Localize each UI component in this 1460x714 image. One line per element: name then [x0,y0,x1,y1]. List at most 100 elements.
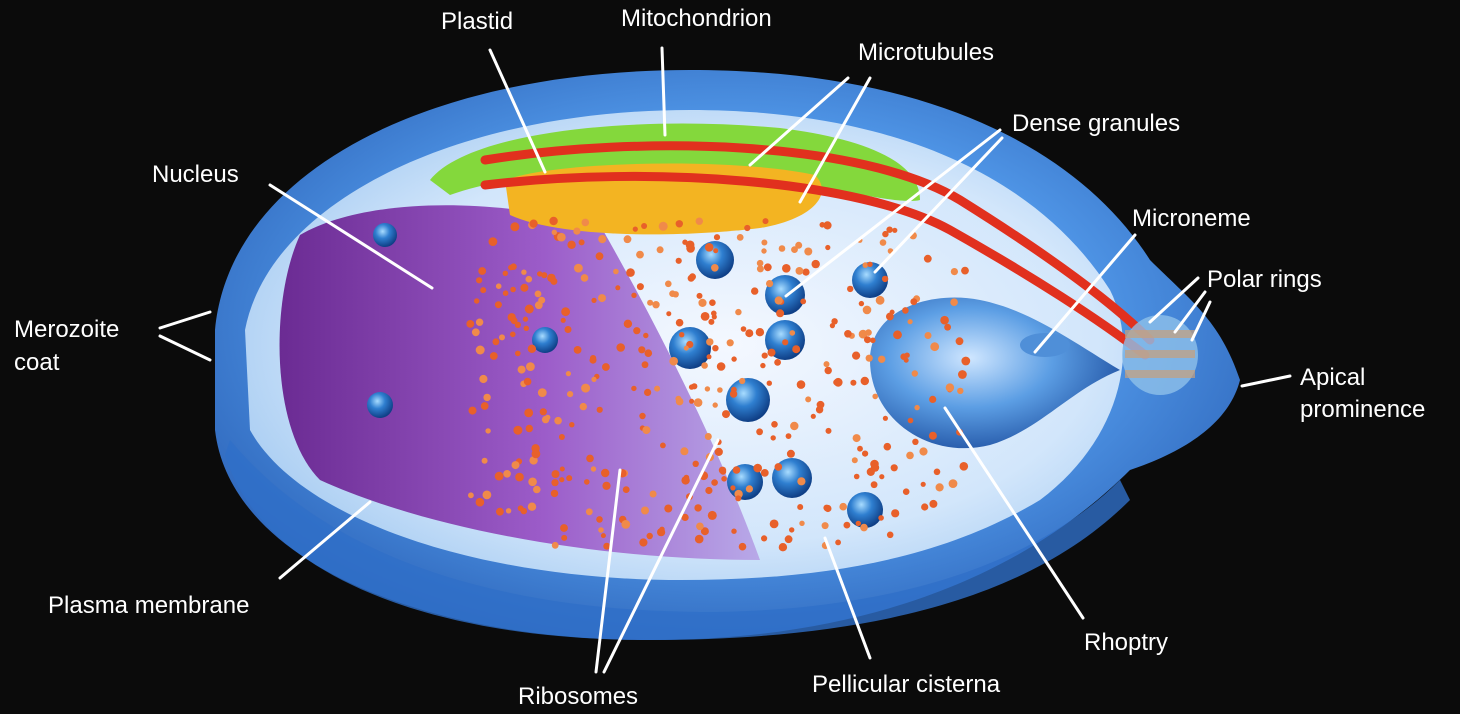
ribosome-dot [652,301,659,308]
ribosome-dot [472,328,480,336]
ribosome-dot [804,248,812,256]
ribosome-dot [853,434,861,442]
ribosome-dot [574,346,582,354]
ribosome-dot [567,391,573,397]
ribosome-dot [904,358,909,363]
ribosome-dot [883,416,888,421]
polar-rings-shape [1122,315,1198,395]
ribosome-dot [538,297,545,304]
ribosome-dot [697,293,703,299]
ribosome-dot [779,245,786,252]
ribosome-dot [779,543,787,551]
ribosome-dot [774,359,781,366]
ribosome-dot [596,252,604,260]
ribosome-dot [566,371,571,376]
ribosome-dot [642,426,650,434]
ribosome-dot [864,336,871,343]
ribosome-dot [891,464,898,471]
ribosome-dot [770,520,779,529]
ribosome-dot [805,396,811,402]
ribosome-dot [717,362,726,371]
label-microneme: Microneme [1132,203,1251,234]
ribosome-dot [860,524,868,532]
ribosome-dot [515,351,521,357]
ribosome-dot [476,319,483,326]
ribosome-dot [510,222,519,231]
ribosome-dot [521,508,527,514]
ribosome-dot [924,255,932,263]
ribosome-dot [591,377,596,382]
ribosome-dot [474,298,479,303]
ribosome-dot [559,434,565,440]
ribosome-dot [598,294,606,302]
ribosome-dot [694,398,703,407]
ribosome-dot [584,479,590,485]
ribosome-dot [664,505,672,513]
ribosome-dot [561,535,567,541]
ribosome-dot [854,474,860,480]
ribosome-dot [737,234,744,241]
ribosome-dot [929,500,937,508]
ribosome-dot [879,474,884,479]
ribosome-dot [586,455,594,463]
ribosome-dot [771,421,778,428]
ribosome-dot [756,328,764,336]
ribosome-dot [852,352,860,360]
ribosome-dot [949,479,958,488]
ribosome-dot [867,468,875,476]
ribosome-dot [482,458,488,464]
ribosome-dot [790,422,798,430]
ribosome-dot [761,535,767,541]
ribosome-dot [850,380,856,386]
ribosome-dot [717,387,723,393]
ribosome-dot [647,300,653,306]
ribosome-dot [958,370,967,379]
ribosome-dot [542,416,549,423]
ribosome-dot [936,483,944,491]
ribosome-dot [686,244,695,253]
ribosome-dot [641,223,647,229]
label-merozoite-coat-line2: coat [14,347,59,378]
label-merozoite-coat-line1: Merozoite [14,314,119,345]
ribosome-dot [676,220,683,227]
ribosome-dot [882,231,888,237]
ribosome-dot [639,413,645,419]
ribosome-dot [712,345,718,351]
ribosome-dot [682,240,687,245]
ribosome-dot [624,320,632,328]
ribosome-dot [596,516,603,523]
ribosome-dot [573,228,580,235]
ribosome-dot [535,291,542,298]
label-polar-rings: Polar rings [1207,264,1322,295]
ribosome-dot [884,443,892,451]
ribosome-dot [961,357,970,366]
ribosome-dot [720,469,726,475]
ribosome-dot [496,508,504,516]
ribosome-dot [839,503,847,511]
ribosome-dot [510,287,516,293]
ribosome-dot [782,264,791,273]
ribosome-dot [893,330,902,339]
ribosome-dot [552,542,559,549]
ribosome-dot [696,523,704,531]
ribosome-dot [644,389,651,396]
ribosome-dot [824,505,831,512]
ribosome-dot [739,378,745,384]
ribosome-dot [705,487,712,494]
ribosome-dot [929,432,937,440]
ribosome-dot [508,313,516,321]
ribosome-dot [711,479,718,486]
ribosome-dot [476,277,482,283]
ribosome-dot [597,407,603,413]
ribosome-dot [753,464,762,473]
ribosome-dot [551,479,558,486]
ribosome-dot [816,406,823,413]
ribosome-dot [912,370,918,376]
ribosome-dot [792,345,800,353]
ribosome-dot [771,435,776,440]
ribosome-dot [834,378,843,387]
label-rhoptry: Rhoptry [1084,627,1168,658]
ribosome-dot [526,425,533,432]
ribosome-dot [951,268,958,275]
ribosome-dot [835,540,841,546]
